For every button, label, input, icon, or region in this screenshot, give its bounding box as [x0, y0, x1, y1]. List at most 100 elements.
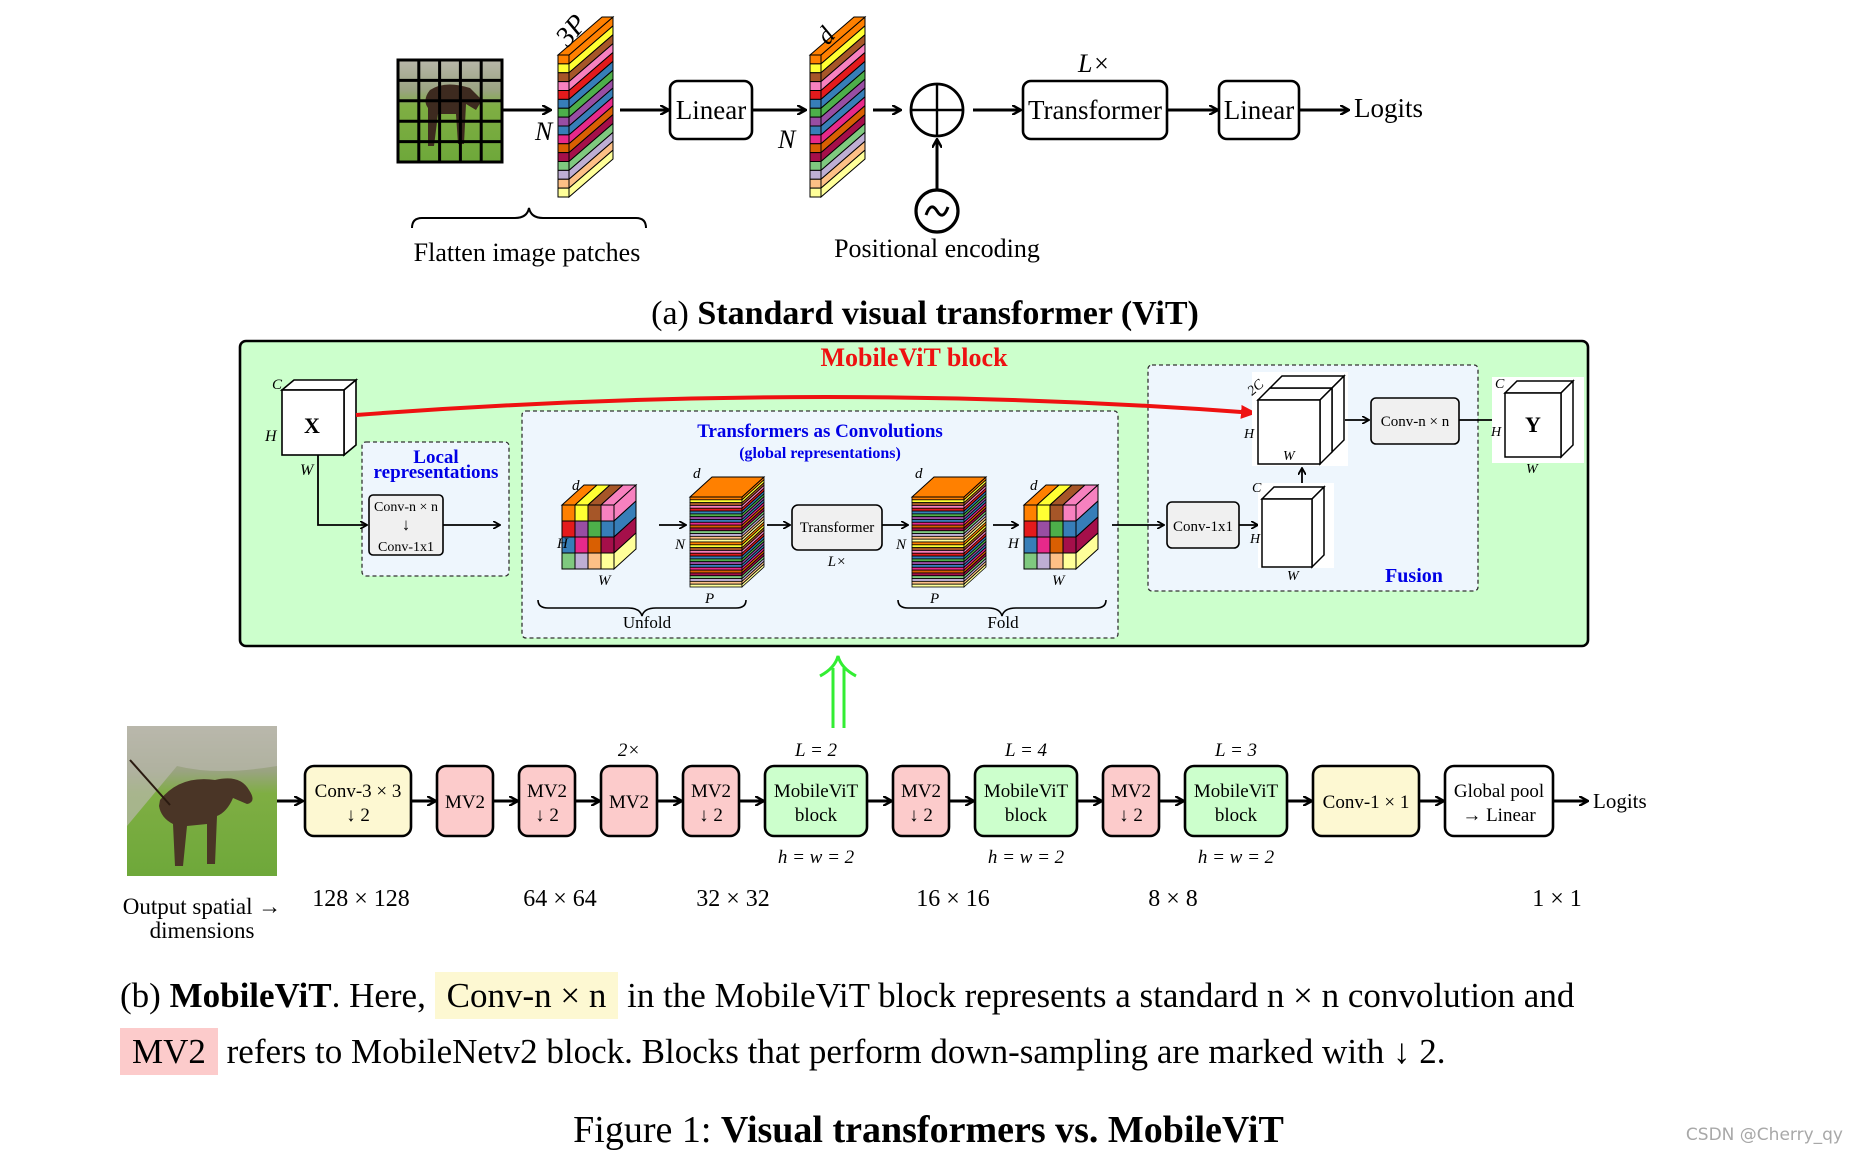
linear-label: Linear	[676, 95, 746, 125]
c-label: C	[272, 377, 283, 393]
stripe	[557, 116, 570, 127]
stripe	[911, 507, 965, 512]
global-title: Transformers as Convolutions	[697, 421, 943, 442]
local-subtitle: representations	[374, 462, 499, 483]
stripe	[689, 566, 743, 571]
image-patches-grid	[396, 58, 504, 164]
stripe	[911, 541, 965, 546]
cube-cell	[574, 520, 589, 538]
d-label: d	[915, 466, 923, 482]
stage-label: MobileViT	[1194, 781, 1279, 802]
stripe	[809, 169, 822, 180]
cube-cell	[1036, 552, 1051, 570]
stripe	[809, 107, 822, 118]
cube-cell	[1023, 520, 1038, 538]
stage-label: Conv-1 × 1	[1323, 792, 1410, 813]
dimension-label: 128 × 128	[312, 886, 410, 912]
stripe	[911, 558, 965, 563]
fusion-conv-1x1-label: Conv-1x1	[1173, 519, 1233, 535]
linear-head-label: Linear	[1224, 95, 1294, 125]
cube-cell	[574, 536, 589, 554]
positional-encoding-label: Positional encoding	[834, 234, 1040, 263]
cube-cell	[1062, 552, 1077, 570]
caption-b-text: in the MobileViT block represents a stan…	[618, 976, 1575, 1015]
stripe	[809, 161, 822, 171]
stripe	[689, 530, 743, 534]
caption-b-prefix: (b)	[120, 976, 161, 1015]
stripe	[809, 72, 822, 83]
logits-label: Logits	[1354, 93, 1423, 123]
fusion-conv-nxn-box	[1370, 397, 1460, 445]
fusion-title: Fusion	[1385, 565, 1443, 587]
dimension-label: 16 × 16	[916, 886, 990, 912]
stripe	[809, 125, 822, 136]
cube-cell	[1062, 520, 1077, 538]
stripe	[911, 510, 965, 515]
watermark: CSDN @Cherry_qy	[1685, 1125, 1843, 1145]
stripe	[689, 502, 743, 506]
stripe	[689, 552, 743, 557]
h-label: H	[1490, 425, 1502, 440]
unfold-input-cube	[560, 483, 638, 571]
caption-b-line-2: MV2 refers to MobileNetv2 block. Blocks …	[120, 1024, 1446, 1080]
stripe	[911, 583, 965, 588]
caption-b-line-1: (b) MobileViT. Here, Conv-n × n in the M…	[120, 968, 1574, 1024]
stripe	[557, 72, 570, 83]
c-label: C	[1495, 377, 1505, 392]
arrow	[317, 455, 367, 525]
stripe	[689, 541, 743, 546]
stripe	[809, 116, 822, 127]
pipeline-logits-label: Logits	[1593, 789, 1647, 813]
transformer-label: Transformer	[1028, 95, 1162, 125]
cube-cell	[561, 552, 576, 570]
stripe	[557, 90, 570, 100]
stripe	[911, 505, 965, 509]
d-label: d	[1030, 478, 1038, 494]
stripe	[689, 569, 743, 574]
zoom-in-arrow	[819, 655, 857, 728]
conv-1x1-label: Conv-1x1	[378, 540, 434, 555]
stripe	[809, 98, 822, 109]
caption-b-text: . Here,	[331, 976, 435, 1015]
stage-sublabel: → Linear	[1462, 805, 1536, 826]
stripe	[911, 521, 965, 526]
w-label: W	[598, 573, 612, 589]
stage-label: MV2	[1111, 781, 1151, 802]
stripe	[557, 81, 570, 91]
stripe	[689, 516, 743, 520]
stripe	[689, 544, 743, 549]
stripe	[557, 161, 570, 171]
stripe	[963, 563, 987, 588]
cube-cell	[587, 520, 602, 538]
fold-brace	[897, 599, 1107, 617]
mobilevit-block-diagram: MobileViT block X C H W Local representa…	[238, 339, 1590, 648]
stage-sublabel: block	[1005, 805, 1048, 826]
stripe	[689, 583, 743, 588]
cube-cell	[1023, 552, 1038, 570]
stripe	[911, 519, 965, 523]
w-label: W	[1526, 462, 1539, 477]
flatten-label: Flatten image patches	[414, 238, 641, 267]
skip-connection-arrow	[355, 394, 1257, 419]
stage-label: MV2	[527, 781, 567, 802]
caption-b-text: refers to MobileNetv2 block. Blocks that…	[217, 1032, 1446, 1071]
stripe	[809, 63, 822, 74]
stripe	[809, 143, 822, 154]
stripe	[911, 578, 965, 582]
stage-bottom-label: h = w = 2	[778, 847, 855, 868]
stripe	[557, 107, 570, 118]
stripe	[809, 178, 822, 189]
h-label: H	[1243, 427, 1255, 442]
fold-output-cube	[1022, 483, 1100, 571]
dimension-label: 64 × 64	[523, 886, 597, 912]
stripe	[557, 54, 570, 65]
cube-side	[1075, 531, 1099, 571]
stripe	[689, 507, 743, 512]
output-tensor-y	[1492, 377, 1584, 463]
stripe	[689, 564, 743, 568]
stage-label: MobileViT	[984, 781, 1069, 802]
output-spatial-label: Output spatial →	[123, 894, 281, 919]
stripe	[557, 98, 570, 109]
stripe	[911, 550, 965, 554]
